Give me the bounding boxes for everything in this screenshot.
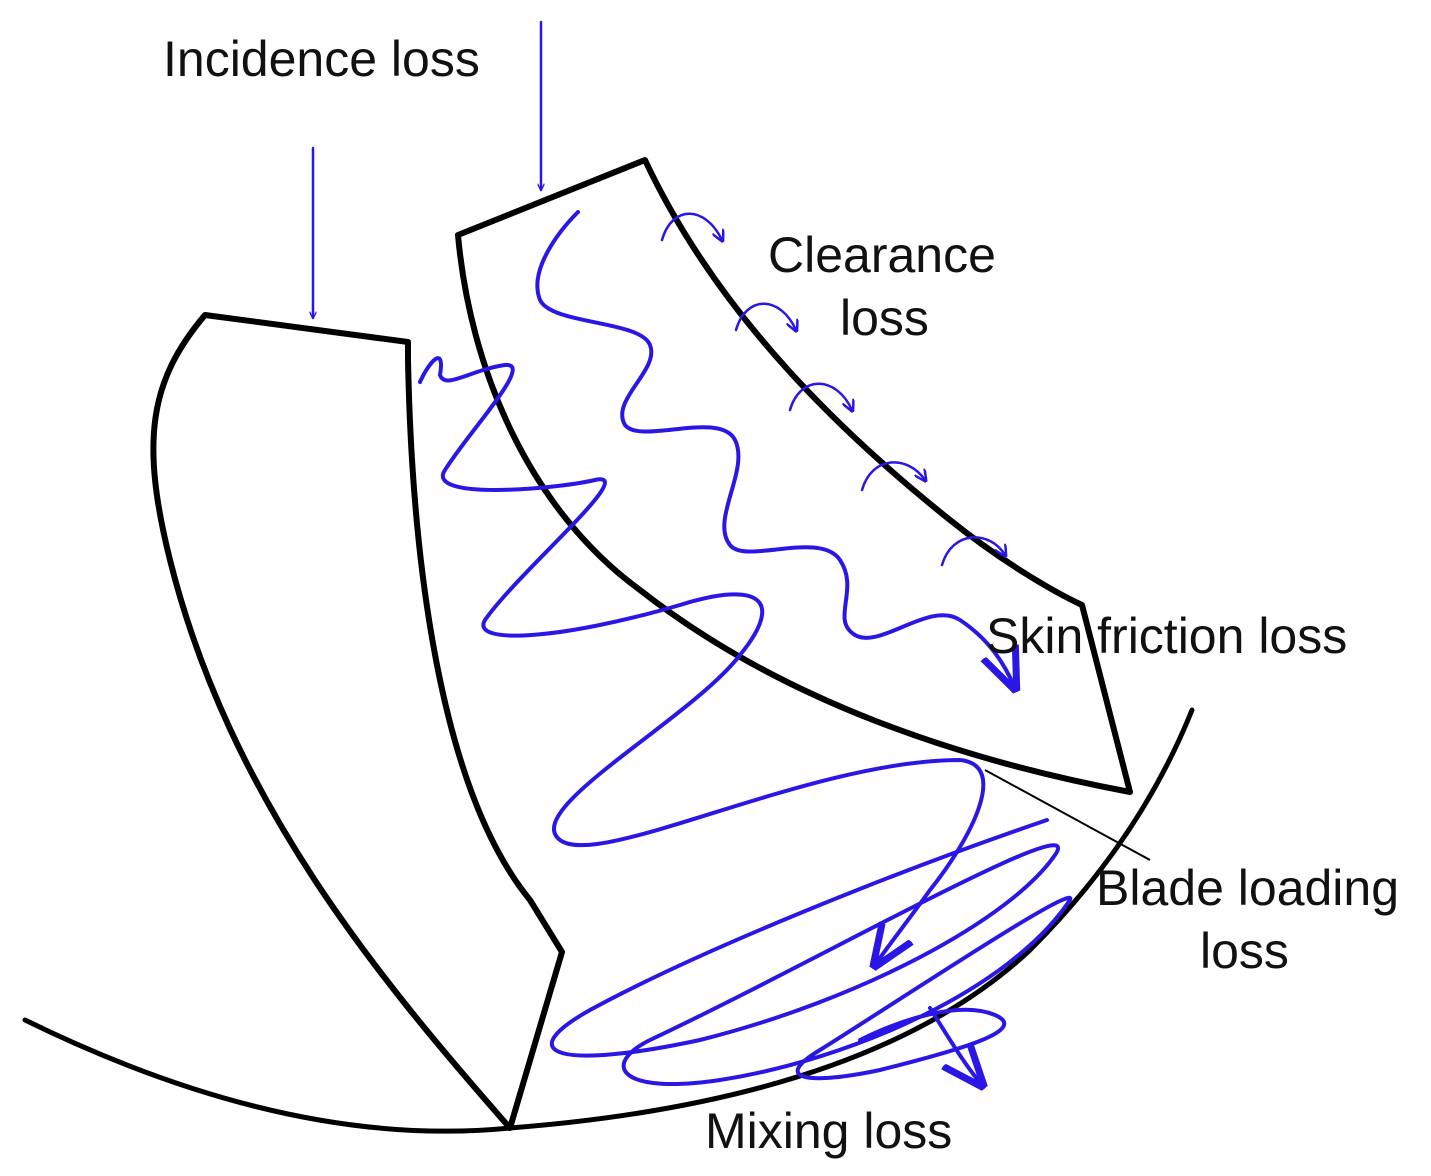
blade-loading-loss-label-line2: loss — [1200, 923, 1289, 979]
blade-loading-pointer — [984, 769, 1151, 861]
right-blade — [455, 157, 1133, 795]
blade-loading-wave — [418, 356, 986, 965]
incidence-loss-label: Incidence loss — [163, 31, 480, 87]
mixing-exit-arrow — [928, 1006, 982, 1085]
mixing-loops — [550, 818, 1073, 1086]
skin-friction-wave — [535, 210, 1015, 688]
clearance-loss-label-line2: loss — [840, 290, 929, 346]
clearance-curl-arrows — [660, 212, 1005, 567]
hub-arc — [22, 707, 1195, 1134]
mixing-loss-label: Mixing loss — [705, 1103, 952, 1159]
left-blade — [150, 312, 565, 1131]
blade-loading-loss-label-line1: Blade loading — [1096, 860, 1399, 916]
clearance-loss-label-line1: Clearance — [768, 227, 996, 283]
skin-friction-loss-label: Skin friction loss — [986, 608, 1347, 664]
